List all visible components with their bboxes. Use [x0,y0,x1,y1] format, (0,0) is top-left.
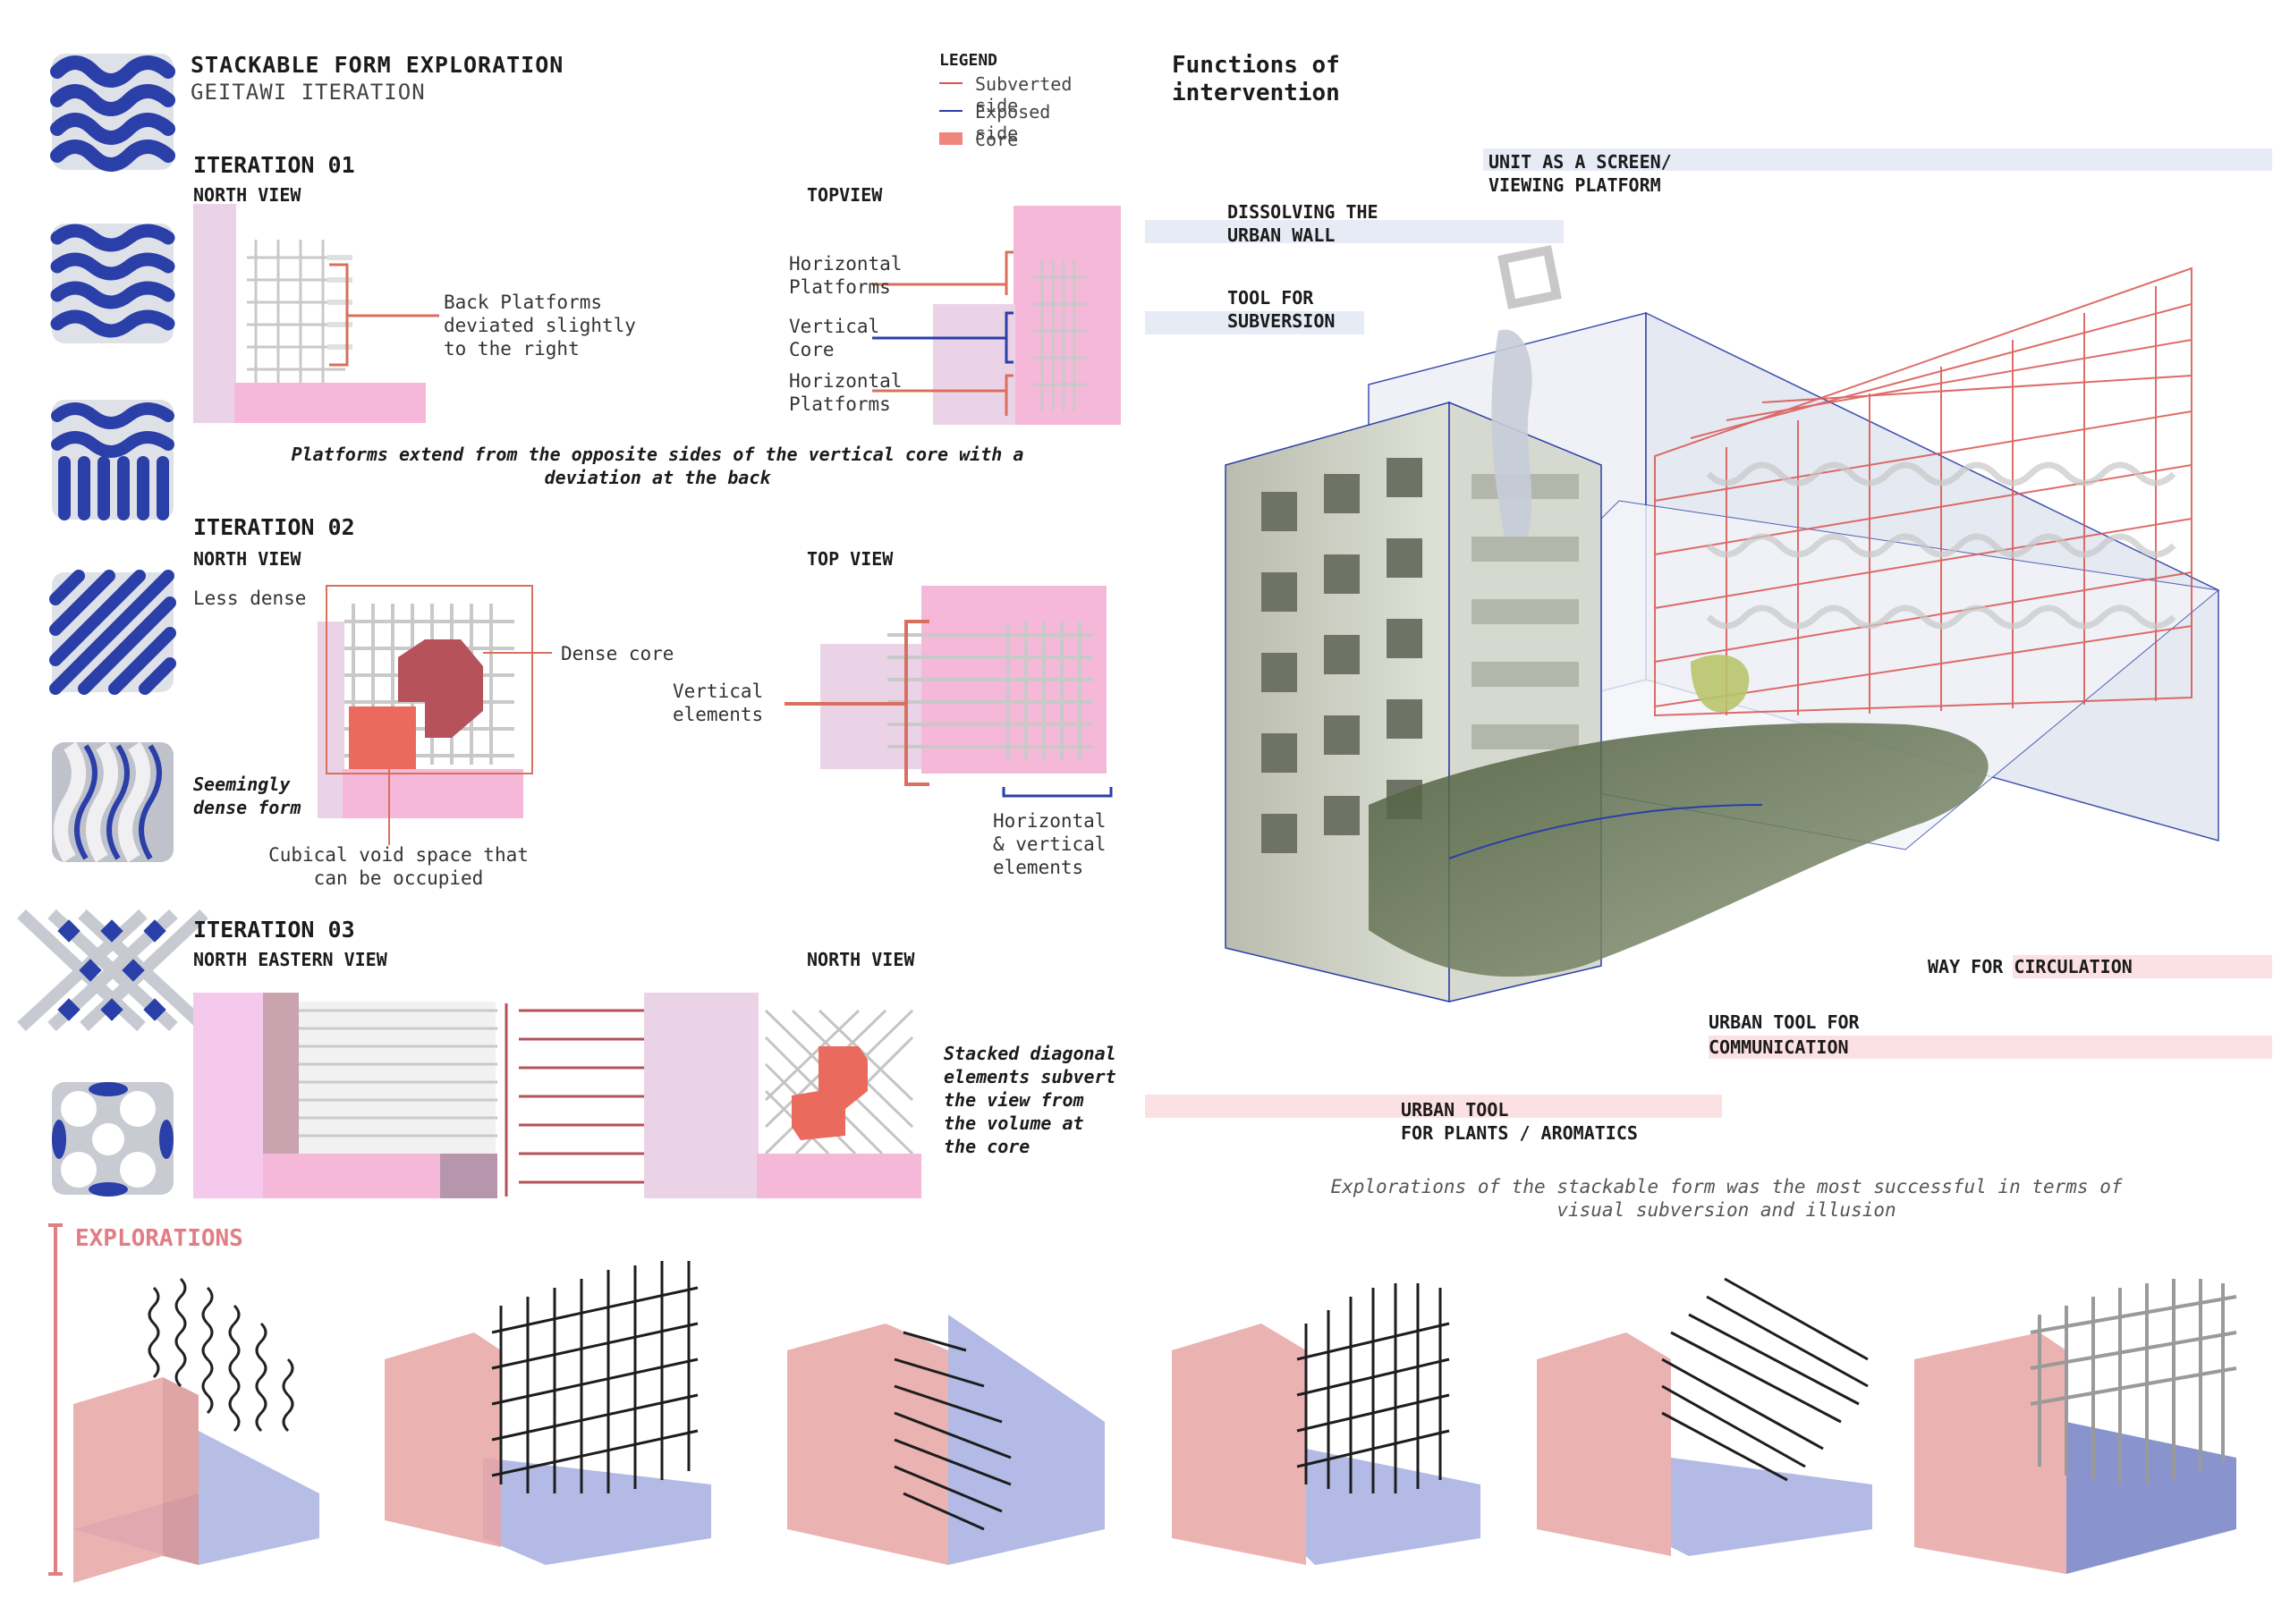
pattern-tile-wave-1 [50,54,175,172]
iteration-02-less-dense-label: Less dense [193,588,307,609]
legend-swatch-subverted [939,82,963,84]
legend-item-subverted: Subverted side [939,73,1072,116]
iteration-02-horizontal-vertical-label: Horizontal & vertical elements [993,810,1107,878]
band-dissolving [1145,220,1564,243]
iteration-02-dense-core-label: Dense core [561,643,674,664]
iteration-01-top-view-drawing [872,206,1121,425]
iteration-01-back-platforms-label: Back Platforms deviated slightly to the … [444,292,636,359]
iteration-03-title: ITERATION 03 [193,917,355,943]
iteration-03-north-view-drawing [644,993,921,1198]
function-plants-line1: URBAN TOOL [1401,1099,1509,1121]
legend-item-core: Core [939,129,1018,156]
iteration-02-seemingly-dense-label: Seemingly dense form [193,774,301,818]
iteration-03-north-view-label: NORTH VIEW [807,949,915,970]
band-circulation [2013,955,2272,978]
explorations-rule-cap-bottom [48,1572,63,1576]
iteration-02-top-view-label: TOP VIEW [807,548,894,570]
legend-swatch-core [939,132,963,145]
iteration-03-connector-lines [505,1003,649,1197]
explorations-rule-cap-top [48,1223,63,1227]
iteration-01-title: ITERATION 01 [193,152,355,178]
iteration-02-top-view-drawing [785,586,1113,798]
function-subversion-label: TOOL FOR SUBVERSION [1227,287,1336,332]
iteration-01-horizontal-platforms-bottom: Horizontal Platforms [789,370,903,415]
iteration-01-caption: Platforms extend from the opposite sides… [291,444,1024,488]
iteration-03-ne-view-drawing [193,993,497,1198]
iteration-01-north-view-label: NORTH VIEW [193,184,301,206]
iteration-01-north-view-drawing [193,204,439,423]
iteration-02-north-view-drawing [318,585,552,845]
explorations-title: EXPLORATIONS [75,1225,243,1252]
function-circulation-prefix: WAY FOR [1928,956,2014,977]
pattern-tile-wave-2 [50,224,175,343]
function-communication-line2: COMMUNICATION [1709,1036,1849,1058]
iteration-01-vertical-core: Vertical Core [789,316,880,360]
exploration-model-5 [1537,1277,1872,1556]
legend-label-exposed: Exposed side [975,101,1051,144]
band-subversion [1145,311,1364,334]
function-circulation-word: CIRCULATION [2014,956,2133,977]
band-plants [1145,1095,1722,1118]
iteration-02-cubical-void-label: Cubical void space that can be occupied [268,844,529,889]
legend-label-subverted: Subverted side [975,73,1073,116]
pattern-tile-lattice [17,909,208,1032]
legend-label-core: Core [975,129,1019,150]
exploration-model-4 [1172,1283,1480,1565]
exploration-model-2 [385,1261,711,1565]
intervention-collage-illustration [1225,245,2220,1002]
iteration-02-vertical-elements-label: Vertical elements [673,681,764,725]
exploration-model-6 [1914,1279,2237,1574]
iteration-03-stacked-caption: Stacked diagonal elements subvert the vi… [944,1043,1116,1157]
iteration-03-ne-view-label: NORTH EASTERN VIEW [193,949,387,970]
page-title: STACKABLE FORM EXPLORATION [191,52,564,78]
explorations-vertical-rule [54,1225,57,1574]
functions-caption: Explorations of the stackable form was t… [1330,1176,2123,1221]
exploration-model-3 [787,1315,1105,1565]
legend-swatch-exposed [939,110,963,112]
band-communication [1709,1036,2272,1059]
pattern-tile-diagonal [49,570,176,695]
function-circulation-label: WAY FOR CIRCULATION [1928,955,2133,978]
legend-item-exposed: Exposed side [939,101,1050,144]
exploration-model-1 [73,1277,319,1583]
iteration-02-title: ITERATION 02 [193,514,355,540]
iteration-01-horizontal-platforms-top: Horizontal Platforms [789,253,903,298]
function-communication-line1: URBAN TOOL FOR [1709,1011,1860,1033]
pattern-tile-holes [52,1082,174,1197]
pattern-tile-arches [51,400,174,520]
function-screen-label: UNIT AS A SCREEN/ VIEWING PLATFORM [1488,151,1672,196]
function-dissolving-label: DISSOLVING THE URBAN WALL [1227,201,1378,246]
pattern-tile-seemingly-dense [52,741,174,863]
page-subtitle: GEITAWI ITERATION [191,80,426,105]
band-screen [1483,148,2272,171]
iteration-02-north-view-label: NORTH VIEW [193,548,301,570]
legend-title: LEGEND [939,51,998,70]
function-plants-line2: FOR PLANTS / AROMATICS [1401,1122,1638,1144]
iteration-01-top-view-label: TOPVIEW [807,184,883,206]
functions-title: Functions of intervention [1172,52,1340,106]
legend: LEGEND Subverted side Exposed side Core [939,51,1072,156]
